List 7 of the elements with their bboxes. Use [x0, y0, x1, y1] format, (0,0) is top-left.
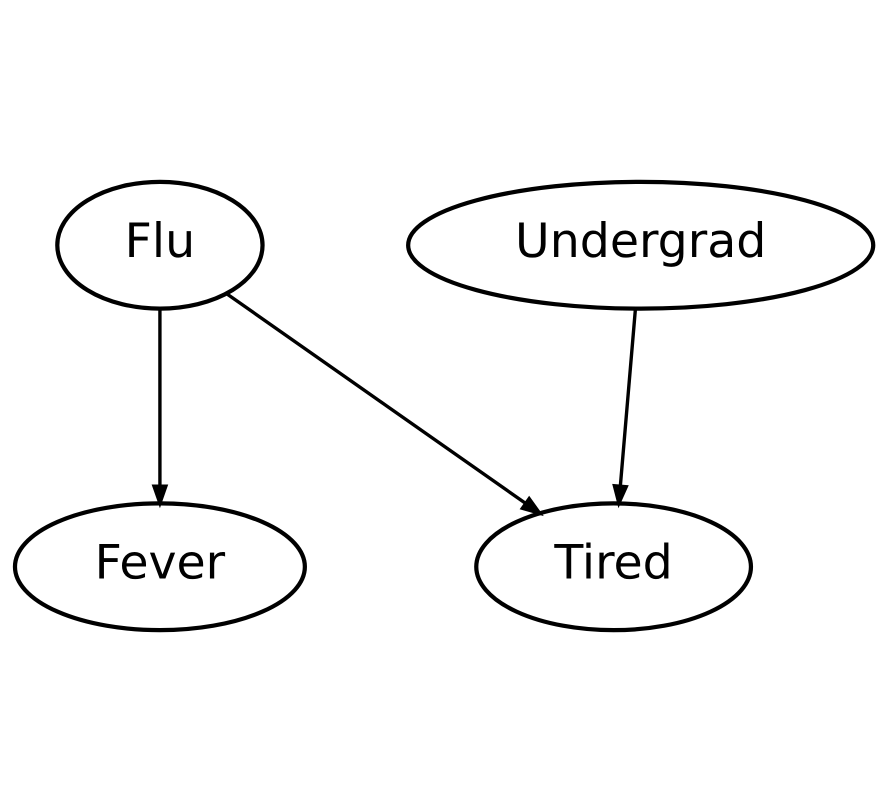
arrow — [152, 308, 168, 508]
node-ellipse: Flu — [55, 179, 265, 310]
node-ellipse: Fever — [12, 500, 307, 632]
arrow — [612, 308, 638, 508]
node-ellipse: Undergrad — [406, 179, 876, 310]
node-ellipse: Tired — [474, 500, 754, 632]
arrow — [226, 292, 544, 516]
